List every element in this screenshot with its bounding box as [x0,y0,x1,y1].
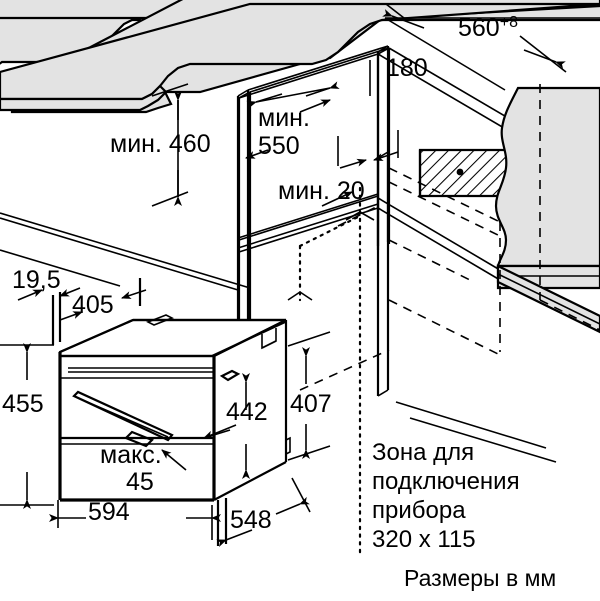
dim-19-5 [17,287,81,345]
connection-zone-line-3: прибора [372,497,466,524]
dim-180 [246,60,371,109]
label-min-550-line2: 550 [258,132,300,160]
connection-zone-centerline [298,186,379,558]
label-455: 455 [2,390,44,418]
dim-455 [0,343,54,509]
label-min-20: мин. 20 [278,177,365,205]
label-594: 594 [88,498,130,526]
dim-min-20 [321,130,399,207]
dim-405 [59,278,147,321]
appliance-niche [376,47,516,397]
connection-zone-line-1: Зона для [372,439,474,466]
hidden-edges-dashed [299,84,600,391]
dim-min-460 [151,83,189,207]
label-min-550-line1: мин. [258,104,310,132]
dim-548 [216,477,311,547]
units-note: Размеры в мм [404,565,556,591]
label-407: 407 [290,390,332,418]
connection-zone-leader [395,401,557,463]
label-max: макс. [100,441,162,469]
label-405: 405 [72,291,114,319]
label-max-value: 45 [126,468,154,496]
label-19-5: 19,5 [12,266,61,294]
dim-594 [49,500,221,540]
ventilation-cutout-hatched [418,148,510,198]
right-wall-panel [494,86,600,290]
vent-center-dot [456,168,464,176]
label-min-460: мин.460 [110,130,211,158]
label-560: 560+8 [458,14,518,42]
centerline-ticks [287,211,375,301]
dim-407 [287,331,331,461]
label-180: 180 [386,54,428,82]
connection-zone-line-2: подключения [372,468,520,495]
dim-560 [382,3,567,73]
oven-appliance [58,314,291,502]
dim-max-45 [161,424,237,471]
label-442: 442 [226,398,268,426]
wall-plinth [496,264,600,334]
connection-zone-line-4: 320 x 115 [372,526,476,553]
label-548: 548 [230,506,272,534]
dim-min-550 [245,99,331,159]
